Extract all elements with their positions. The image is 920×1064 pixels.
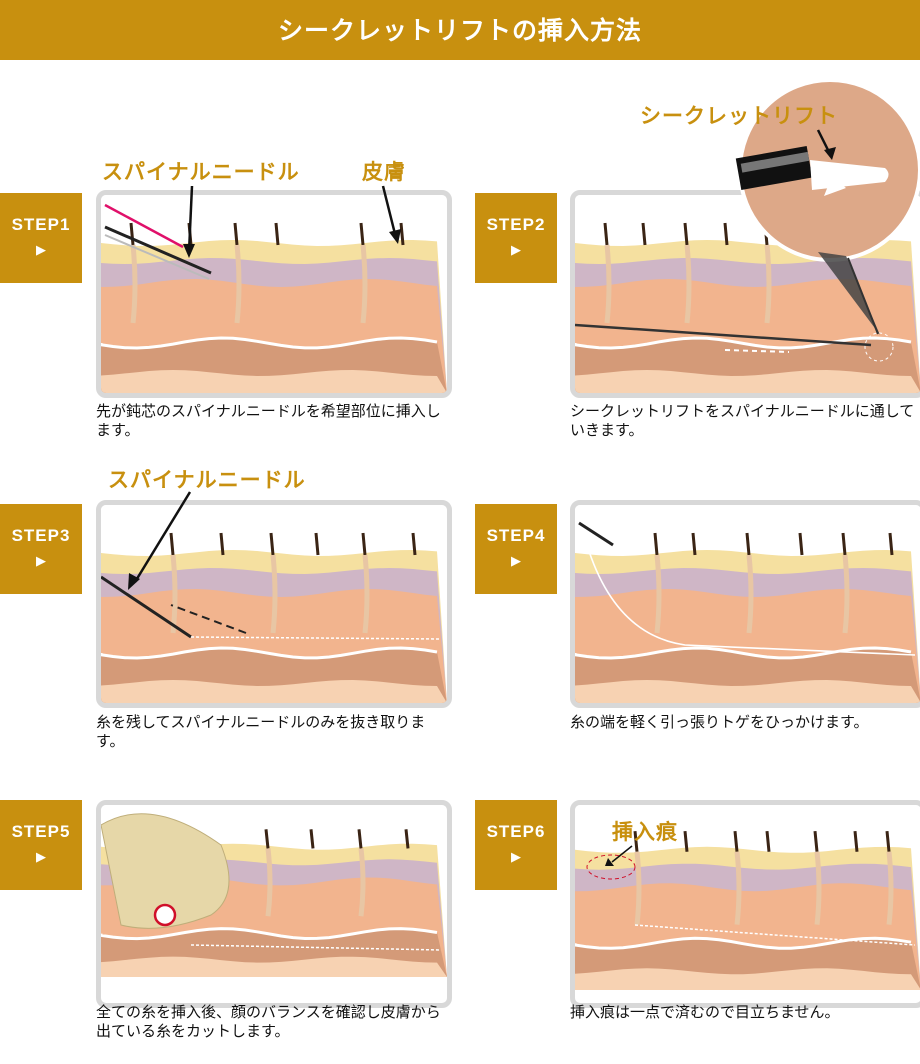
skin-callout: 皮膚 (362, 160, 406, 184)
step4-caption: 糸の端を軽く引っ張りトゲをひっかけます。 (570, 713, 869, 731)
step2-caption: シークレットリフトをスパイナルニードルに通していきます。 (570, 402, 915, 439)
hair (691, 532, 697, 556)
hair (399, 222, 405, 246)
hair (765, 831, 771, 852)
step1-label: STEP1 (11, 215, 71, 234)
hair (885, 831, 891, 852)
step1-caption: 先が鈍芯のスパイナルニードルを希望部位に挿入します。 (96, 402, 441, 439)
spinal-needle-callout: スパイナルニードル (102, 160, 300, 184)
hair (169, 532, 175, 556)
step4-badge: STEP4 ▶ (475, 504, 557, 594)
hair (723, 222, 729, 246)
hair (219, 532, 225, 556)
hair (314, 532, 320, 556)
secret-lift-callout: シークレットリフト (640, 104, 838, 128)
hair (309, 829, 315, 849)
step3-illustration (96, 500, 452, 708)
spinal-needle (575, 323, 872, 347)
hair (888, 532, 894, 556)
insertion-mark-circle (586, 854, 636, 880)
step3-caption: 糸を残してスパイナルニードルのみを抜き取ります。 (96, 713, 426, 750)
hair (798, 532, 804, 556)
step5-caption: 全ての糸を挿入後、顔のバランスを確認し皮膚から出ている糸をカットします。 (96, 1003, 441, 1040)
play-arrow-icon: ▶ (511, 553, 521, 568)
hair (361, 532, 367, 556)
hair (357, 829, 363, 849)
step4-label: STEP4 (486, 526, 546, 545)
hair (653, 532, 659, 556)
step6-illustration (570, 800, 920, 1008)
page-title: シークレットリフトの挿入方法 (0, 0, 920, 60)
step3-badge: STEP3 ▶ (0, 504, 82, 594)
hair (745, 532, 751, 556)
hair (411, 532, 417, 556)
gloved-hand (101, 813, 230, 929)
step2-label: STEP2 (486, 215, 546, 234)
thread (634, 924, 916, 946)
spinal-needle (101, 575, 192, 639)
hair (733, 831, 739, 852)
play-arrow-icon: ▶ (36, 849, 46, 864)
hair (269, 532, 275, 556)
hair (633, 831, 639, 852)
step6-badge: STEP6 ▶ (475, 800, 557, 890)
hair (129, 222, 135, 246)
direction-arrow (724, 349, 790, 353)
step5-badge: STEP5 ▶ (0, 800, 82, 890)
hair (683, 831, 689, 852)
hair (683, 222, 689, 246)
step6-caption: 挿入痕は一点で済むので目立ちません。 (570, 1003, 840, 1021)
step5-label: STEP5 (11, 822, 71, 841)
step2-badge: STEP2 ▶ (475, 193, 557, 283)
play-arrow-icon: ▶ (511, 849, 521, 864)
hair (274, 222, 280, 246)
hair (603, 222, 609, 246)
thread (190, 636, 442, 640)
hair (813, 831, 819, 852)
step6-label: STEP6 (486, 822, 546, 841)
step4-illustration (570, 500, 920, 708)
spinal-needle-callout-step3: スパイナルニードル (108, 468, 306, 492)
play-arrow-icon: ▶ (511, 242, 521, 257)
play-arrow-icon: ▶ (36, 553, 46, 568)
pull-arrow (578, 521, 614, 547)
hair (404, 829, 410, 849)
hair (841, 532, 847, 556)
withdraw-arrow (170, 604, 247, 634)
spinal-needle (104, 225, 212, 275)
hair (359, 222, 365, 246)
thread (190, 944, 442, 951)
insertion-mark-callout: 挿入痕 (612, 820, 678, 844)
scissors-icon (153, 903, 177, 927)
step5-illustration (96, 800, 452, 1008)
hair (233, 222, 239, 246)
hair (264, 829, 270, 849)
hair (641, 222, 647, 246)
play-arrow-icon: ▶ (36, 242, 46, 257)
step3-label: STEP3 (11, 526, 71, 545)
thread (586, 544, 916, 656)
step1-badge: STEP1 ▶ (0, 193, 82, 283)
hair (853, 831, 859, 852)
insertion-arrow (104, 203, 184, 249)
